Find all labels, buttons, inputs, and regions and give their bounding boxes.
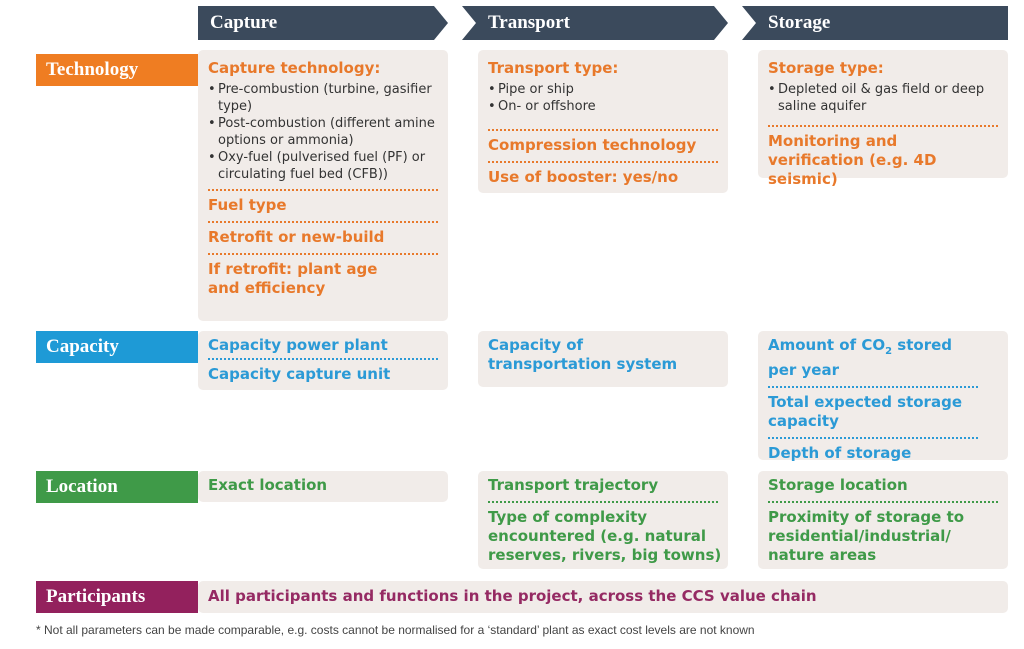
capture-item-plant-age: If retrofit: plant age and efficiency (208, 260, 378, 297)
technology-transport-box: Transport type: •Pipe or ship •On- or of… (478, 50, 728, 193)
participants-box: All participants and functions in the pr… (198, 581, 1008, 613)
capture-bullet: •Pre-combustion (turbine, gasifier type) (208, 82, 432, 114)
transport-item-compression: Compression technology (488, 131, 718, 163)
header-capture: Capture (198, 6, 448, 40)
capacity-transport-box: Capacity of transportation system (478, 331, 728, 387)
capacity-power-plant: Capacity power plant (208, 331, 438, 360)
transport-bullet: •On- or offshore (488, 99, 596, 114)
header-storage: Storage (742, 6, 1008, 40)
row-label-location: Location (36, 471, 198, 503)
technology-capture-box: Capture technology: •Pre-combustion (tur… (198, 50, 448, 321)
capacity-total-expected: Total expected storage capacity (768, 388, 978, 439)
capacity-storage-box: Amount of CO2 stored per year Total expe… (758, 331, 1008, 462)
transport-item-booster: Use of booster: yes/no (488, 168, 679, 186)
location-capture-box: Exact location (198, 471, 448, 502)
capture-bullet: •Oxy-fuel (pulverised fuel (PF) or circu… (208, 150, 426, 182)
location-type-of-complexity: Type of complexity encountered (e.g. nat… (488, 508, 722, 564)
capture-technology-title: Capture technology: (208, 59, 381, 77)
footnote: * Not all parameters can be made compara… (36, 623, 755, 637)
capacity-transportation-system: Capacity of transportation system (488, 336, 678, 373)
capacity-depth-of-storage: Depth of storage (768, 444, 912, 462)
storage-type-title: Storage type: (768, 59, 884, 77)
participants-text: All participants and functions in the pr… (208, 587, 817, 605)
transport-type-block: Transport type: •Pipe or ship •On- or of… (488, 50, 718, 131)
storage-type-block: Storage type: •Depleted oil & gas field … (768, 50, 998, 127)
capacity-capture-unit: Capacity capture unit (208, 365, 391, 383)
row-label-participants: Participants (36, 581, 198, 613)
location-transport-box: Transport trajectory Type of complexity … (478, 471, 728, 569)
capacity-capture-box: Capacity power plant Capacity capture un… (198, 331, 448, 390)
row-label-technology: Technology (36, 54, 198, 86)
location-transport-trajectory: Transport trajectory (488, 471, 718, 503)
technology-storage-box: Storage type: •Depleted oil & gas field … (758, 50, 1008, 188)
header-transport: Transport (462, 6, 728, 40)
location-proximity: Proximity of storage to residential/indu… (768, 508, 965, 564)
transport-bullet: •Pipe or ship (488, 82, 574, 97)
location-storage-box: Storage location Proximity of storage to… (758, 471, 1008, 569)
location-exact-location: Exact location (208, 476, 328, 494)
capture-bullet: •Post-combustion (different amine option… (208, 116, 435, 148)
capture-technology-block: Capture technology: •Pre-combustion (tur… (208, 50, 438, 191)
location-storage-location: Storage location (768, 471, 998, 503)
row-label-capacity: Capacity (36, 331, 198, 363)
storage-item-monitoring: Monitoring and verification (e.g. 4D sei… (768, 132, 937, 188)
transport-type-title: Transport type: (488, 59, 619, 77)
capture-item-retrofit: Retrofit or new-build (208, 223, 438, 255)
capacity-amount-stored: Amount of CO2 stored per year (768, 331, 978, 388)
capture-item-fuel-type: Fuel type (208, 191, 438, 223)
storage-bullet: •Depleted oil & gas field or deep saline… (768, 82, 985, 114)
